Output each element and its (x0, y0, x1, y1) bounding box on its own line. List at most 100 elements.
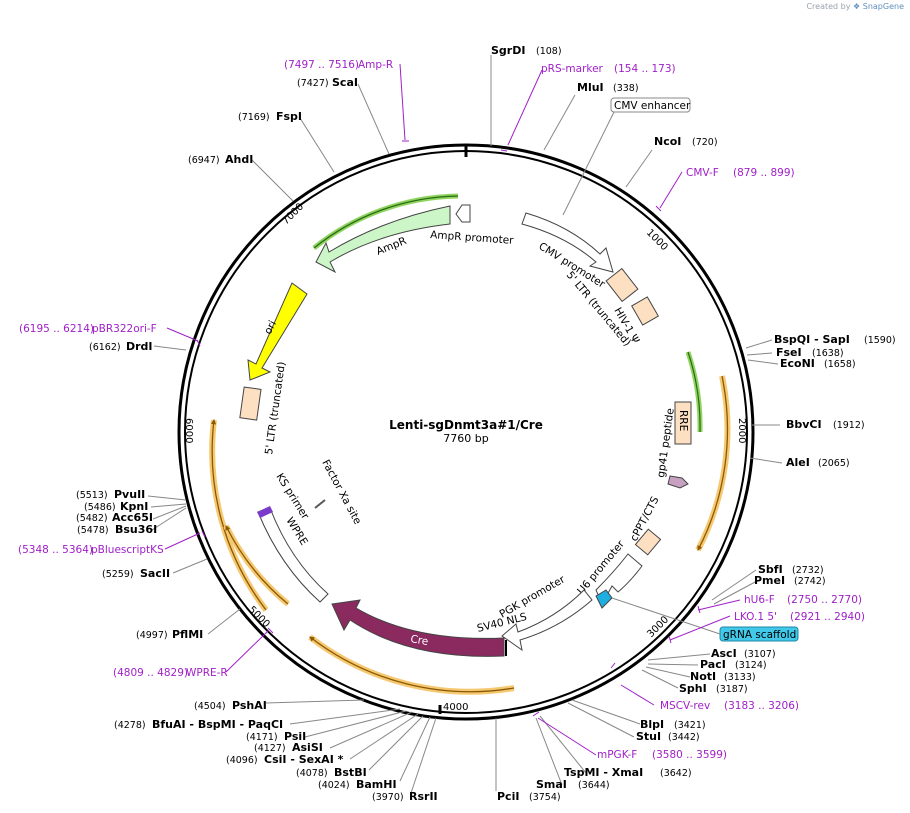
grna-scaffold-label: gRNA scaffold (723, 629, 796, 641)
enzyme-bfuai-pos: (4278) (114, 720, 146, 731)
enzyme-sbfi: SbfI (758, 563, 783, 576)
enzyme-mlui: MluI (577, 81, 604, 94)
ltr-right-box (605, 267, 639, 303)
primer-mpgk-range: (3580 .. 3599) (652, 749, 727, 761)
credit-prefix: Created by (806, 2, 851, 11)
ks-primer-label: KS primer (273, 471, 311, 522)
ampr-promoter-label: AmpR promoter (430, 229, 515, 247)
enzyme-psii: PsiI (284, 730, 306, 743)
gp41-arrow (667, 475, 689, 489)
enzyme-acc65i-pos: (5482) (76, 513, 108, 524)
primer-mpgk-name: mPGK-F (597, 749, 637, 761)
enzyme-sphi: SphI (679, 682, 707, 695)
primer-pbr-name: pBR322ori-F (92, 323, 157, 335)
primer-cmvf-range: (879 .. 899) (733, 167, 795, 179)
ampr-arrow (315, 205, 451, 274)
enzyme-drdi-pos: (6162) (89, 342, 121, 353)
ori-arrow (247, 282, 308, 381)
green-arc-ampr-line (313, 195, 459, 249)
enzyme-scai-pos: (7427) (297, 78, 329, 89)
enzyme-labels (147, 55, 783, 794)
cppt-box (634, 528, 662, 556)
enzyme-pflmi-pos: (4997) (136, 630, 168, 641)
enzyme-noti: NotI (690, 670, 716, 683)
orf-arc-left-inner-line (225, 525, 289, 605)
enzyme-pflmi: PflMI (172, 628, 203, 641)
enzyme-pcii: PciI (497, 790, 519, 803)
enzyme-sgrdi-pos: (108) (536, 46, 562, 57)
enzyme-bstbi-pos: (4078) (296, 768, 328, 779)
primer-leaders (164, 63, 741, 756)
cre-label: Cre (409, 633, 429, 648)
enzyme-sphi-pos: (3187) (716, 684, 748, 695)
enzyme-bamhi-pos: (4024) (318, 780, 350, 791)
wpre-arrow (257, 507, 329, 603)
enzyme-econi-pos: (1658) (824, 359, 856, 370)
enzyme-psii-pos: (4171) (246, 732, 278, 743)
cmv-enhancer-leader (562, 111, 615, 216)
enzyme-sbfi-pos: (2732) (792, 565, 824, 576)
grna-leader (611, 597, 721, 635)
primer-pbs-range: (5348 .. 5364) (18, 544, 93, 556)
enzyme-fsei-pos: (1638) (812, 348, 844, 359)
enzyme-fspi: FspI (276, 110, 302, 123)
primer-lko-range: (2921 .. 2940) (790, 611, 865, 623)
snapgene-logo-icon: ❖ (853, 2, 861, 11)
primer-wprer-name: WPRE-R (186, 667, 228, 679)
cmv-enhancer-label: CMV enhancer (614, 100, 691, 112)
enzyme-mlui-pos: (338) (613, 83, 639, 94)
rre-label: RRE (677, 410, 689, 431)
enzyme-bspqi-pos: (1590) (864, 335, 896, 346)
enzyme-asisi-pos: (4127) (254, 743, 286, 754)
tick-4000: 4000 (443, 702, 468, 713)
enzyme-smai: SmaI (536, 778, 567, 791)
primer-mscv-range: (3183 .. 3206) (724, 700, 799, 712)
enzyme-ahdi-pos: (6947) (188, 155, 220, 166)
enzyme-pmei-pos: (2742) (794, 576, 826, 587)
primer-hu6f-name: hU6-F (744, 594, 775, 606)
enzyme-asci: AscI (711, 647, 737, 660)
primer-hu6f-range: (2750 .. 2770) (787, 594, 862, 606)
enzyme-bstbi: BstBI (334, 766, 367, 779)
enzyme-smai-pos: (3644) (578, 780, 610, 791)
enzyme-stui-pos: (3442) (668, 732, 700, 743)
ltr-left-label: 5' LTR (truncated) (263, 361, 288, 456)
primer-pbr-range: (6195 .. 6214) (19, 323, 94, 335)
ori-label: ori (262, 319, 279, 337)
enzyme-bbvci: BbvCI (786, 418, 822, 431)
primer-pbs-name: pBluescriptKS (91, 544, 164, 556)
enzyme-pshai: PshAI (232, 699, 267, 712)
enzyme-bsu36i-pos: (5478) (77, 525, 109, 536)
enzyme-drdi: DrdI (126, 340, 153, 353)
enzyme-fsei: FseI (776, 346, 802, 359)
enzyme-fspi-pos: (7169) (238, 112, 270, 123)
enzyme-asci-pos: (3107) (744, 649, 776, 660)
enzyme-sgrdi: SgrDI (491, 44, 525, 57)
enzyme-asisi: AsiSI (292, 741, 323, 754)
enzyme-kpni-pos: (5486) (84, 502, 116, 513)
primer-cmvf-name: CMV-F (686, 167, 719, 179)
plasmid-length: 7760 bp (443, 432, 488, 445)
enzyme-blpi-pos: (3421) (674, 720, 706, 731)
wpre-label: WPRE (283, 515, 309, 547)
enzyme-noti-pos: (3133) (724, 672, 756, 683)
tick-7000: 7000 (280, 201, 306, 227)
cmv-enhancer-box (610, 97, 691, 113)
enzyme-paci: PacI (700, 658, 726, 671)
plasmid-name: Lenti-sgDnmt3a#1/Cre (389, 418, 543, 432)
primer-prs-range: (154 .. 173) (614, 63, 676, 75)
orf-arc-right-line (697, 375, 729, 551)
ks-primer-bar (257, 506, 273, 518)
enzyme-stui: StuI (636, 730, 661, 743)
enzyme-pshai-pos: (4504) (194, 701, 226, 712)
primer-prs-name: pRS-marker (541, 63, 604, 75)
enzyme-alei-pos: (2065) (818, 458, 850, 469)
enzyme-tspmi-xmai: TspMI - XmaI (564, 766, 643, 779)
enzyme-bspqi-sapi: BspQI - SapI (774, 333, 850, 346)
enzyme-ahdi: AhdI (225, 153, 253, 166)
primer-ampr-name: Amp-R (358, 59, 393, 71)
factor-xa-mark (314, 499, 326, 509)
enzyme-rsrii: RsrII (409, 790, 438, 803)
rre-box (674, 401, 692, 445)
cre-arrow (331, 599, 505, 657)
